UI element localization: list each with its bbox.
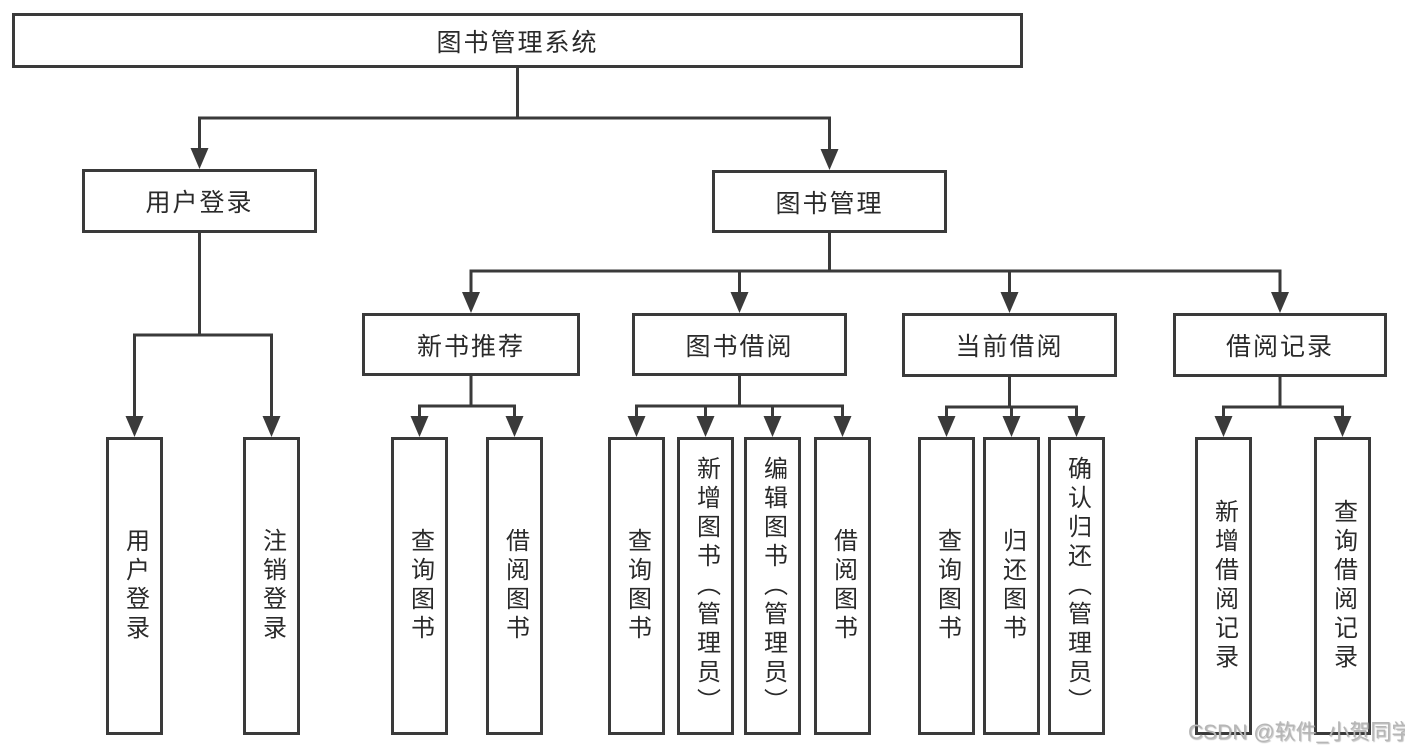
node-label: 图书管理 [775, 189, 884, 218]
leaf-query-books-current: 查询图书 [918, 437, 975, 735]
node-label: 当前借阅 [955, 333, 1064, 361]
node-label: 查询借阅记录 [1329, 499, 1357, 673]
node-label: 借阅图书 [829, 528, 857, 644]
node-label: 用户登录 [121, 528, 149, 644]
node-label: 确认归还（管理员） [1063, 455, 1091, 717]
node-book-borrowing: 图书借阅 [632, 313, 847, 376]
node-label: 查询图书 [406, 528, 434, 644]
node-library-system: 图书管理系统 [12, 13, 1023, 68]
node-label: 编辑图书（管理员） [759, 455, 787, 717]
leaf-return-books: 归还图书 [983, 437, 1040, 735]
node-label: 查询图书 [933, 528, 961, 644]
node-book-management: 图书管理 [712, 170, 947, 233]
leaf-user-login: 用户登录 [106, 437, 163, 735]
node-current-borrowing: 当前借阅 [902, 313, 1117, 377]
leaf-query-books-recommend: 查询图书 [391, 437, 448, 735]
node-label: 借阅图书 [501, 528, 529, 644]
node-label: 新书推荐 [416, 332, 525, 361]
leaf-borrow-books: 借阅图书 [814, 437, 871, 735]
node-label: 图书借阅 [685, 332, 794, 361]
csdn-watermark: CSDN @软件_小贺同学 [1188, 721, 1405, 744]
node-label: 注销登录 [258, 528, 286, 644]
node-label: 用户登录 [145, 189, 254, 217]
leaf-confirm-return-admin: 确认归还（管理员） [1048, 437, 1105, 735]
node-new-book-recommend: 新书推荐 [362, 313, 580, 376]
leaf-add-borrow-record: 新增借阅记录 [1195, 437, 1252, 735]
node-label: 查询图书 [623, 528, 651, 644]
node-label: 新增借阅记录 [1210, 499, 1238, 673]
leaf-borrow-books-recommend: 借阅图书 [486, 437, 543, 735]
leaf-edit-books-admin: 编辑图书（管理员） [744, 437, 801, 735]
node-borrowing-records: 借阅记录 [1173, 313, 1387, 377]
node-label: 借阅记录 [1225, 333, 1334, 361]
node-user-login: 用户登录 [82, 169, 317, 233]
node-label: 新增图书（管理员） [692, 455, 720, 717]
leaf-query-books-borrowing: 查询图书 [608, 437, 665, 735]
leaf-query-borrow-record: 查询借阅记录 [1314, 437, 1371, 735]
node-label: 归还图书 [998, 528, 1026, 644]
leaf-logout: 注销登录 [243, 437, 300, 735]
node-label: 图书管理系统 [436, 28, 599, 57]
leaf-add-books-admin: 新增图书（管理员） [677, 437, 734, 735]
